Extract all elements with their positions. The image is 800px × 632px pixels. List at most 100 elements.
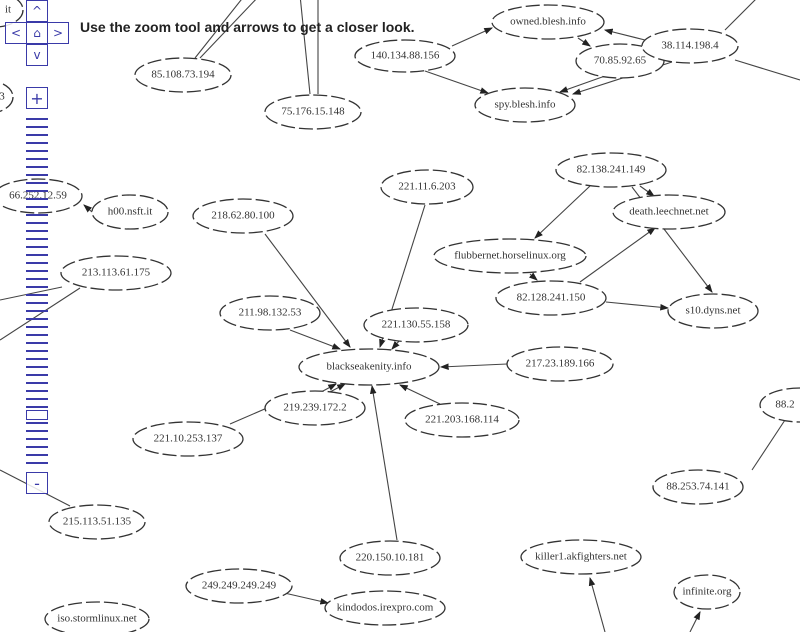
svg-text:88.2: 88.2 <box>775 399 794 411</box>
svg-text:spy.blesh.info: spy.blesh.info <box>494 99 556 111</box>
svg-text:140.134.88.156: 140.134.88.156 <box>371 50 440 62</box>
graph-node[interactable]: owned.blesh.info <box>491 4 605 40</box>
zoom-slider-tick <box>26 286 48 288</box>
graph-node[interactable]: 38.114.198.4 <box>641 28 739 64</box>
instruction-text: Use the zoom tool and arrows to get a cl… <box>80 19 415 35</box>
zoom-slider-tick <box>26 318 48 320</box>
zoom-slider-tick <box>26 278 48 280</box>
graph-node[interactable]: 215.113.51.135 <box>48 504 146 540</box>
zoom-slider-tick <box>26 422 48 424</box>
zoom-slider-tick <box>26 166 48 168</box>
svg-text:66.252.12.59: 66.252.12.59 <box>9 190 67 202</box>
pan-left-button[interactable]: < <box>5 22 27 44</box>
zoom-slider-tick <box>26 182 48 184</box>
zoom-slider-tick <box>26 398 48 400</box>
svg-text:217.23.189.166: 217.23.189.166 <box>526 358 595 370</box>
svg-text:219.239.172.2: 219.239.172.2 <box>283 402 346 414</box>
graph-node[interactable]: 217.23.189.166 <box>506 346 614 382</box>
zoom-slider-tick <box>26 262 48 264</box>
svg-text:infinite.org: infinite.org <box>683 586 732 598</box>
zoom-slider-tick <box>26 374 48 376</box>
zoom-slider-tick <box>26 430 48 432</box>
zoom-slider-tick <box>26 270 48 272</box>
graph-node[interactable]: 85.108.73.194 <box>134 57 232 93</box>
svg-text:221.203.168.114: 221.203.168.114 <box>425 414 499 426</box>
graph-node[interactable]: 88.2 <box>759 387 800 423</box>
graph-node[interactable]: killer1.akfighters.net <box>520 539 642 575</box>
graph-node[interactable]: kindodos.irexpro.com <box>324 590 446 626</box>
graph-node[interactable]: 219.239.172.2 <box>264 390 366 426</box>
graph-node[interactable]: 213.113.61.175 <box>60 255 172 291</box>
zoom-slider-tick <box>26 406 48 408</box>
svg-text:218.62.80.100: 218.62.80.100 <box>211 210 275 222</box>
zoom-slider-thumb[interactable] <box>26 410 48 421</box>
zoom-slider-tick <box>26 358 48 360</box>
graph-node[interactable]: 221.11.6.203 <box>380 169 474 205</box>
zoom-slider-tick <box>26 350 48 352</box>
zoom-slider-tick <box>26 118 48 120</box>
graph-node[interactable]: 3 <box>0 80 14 114</box>
zoom-slider-tick <box>26 390 48 392</box>
graph-node[interactable]: 221.130.55.158 <box>363 307 469 343</box>
zoom-slider-tick <box>26 326 48 328</box>
graph-node[interactable]: s10.dyns.net <box>667 293 759 329</box>
zoom-slider-tick <box>26 222 48 224</box>
svg-text:82.138.241.149: 82.138.241.149 <box>577 164 646 176</box>
zoom-slider-tick <box>26 366 48 368</box>
zoom-in-button[interactable]: + <box>26 87 48 109</box>
home-button[interactable]: ⌂ <box>26 22 48 44</box>
graph-node[interactable]: 70.85.92.65 <box>575 43 665 79</box>
graph-node[interactable]: h00.nsft.it <box>91 194 169 230</box>
svg-text:211.98.132.53: 211.98.132.53 <box>239 307 302 319</box>
zoom-slider-tick <box>26 294 48 296</box>
svg-text:blackseakenity.info: blackseakenity.info <box>326 361 412 373</box>
graph-node[interactable]: 249.249.249.249 <box>185 568 293 604</box>
zoom-slider-tick <box>26 302 48 304</box>
graph-node[interactable]: 221.203.168.114 <box>404 402 520 438</box>
zoom-slider-tick <box>26 454 48 456</box>
graph-node[interactable]: iso.stormlinux.net <box>44 601 150 632</box>
svg-text:249.249.249.249: 249.249.249.249 <box>202 580 277 592</box>
graph-node[interactable]: 88.253.74.141 <box>652 469 744 505</box>
svg-text:it: it <box>5 4 11 16</box>
graph-node[interactable]: 211.98.132.53 <box>219 295 321 331</box>
graph-node[interactable]: it <box>0 0 24 28</box>
graph-node[interactable]: 66.252.12.59 <box>0 178 83 214</box>
graph-node[interactable]: spy.blesh.info <box>474 87 576 123</box>
graph-node[interactable]: flubbernet.horselinux.org <box>433 238 587 274</box>
zoom-slider-tick <box>26 134 48 136</box>
graph-node[interactable]: 221.10.253.137 <box>132 421 244 457</box>
zoom-out-button[interactable]: - <box>26 472 48 494</box>
svg-text:killer1.akfighters.net: killer1.akfighters.net <box>535 551 627 563</box>
svg-text:75.176.15.148: 75.176.15.148 <box>281 106 345 118</box>
graph-node[interactable]: 220.150.10.181 <box>339 540 441 576</box>
pan-right-button[interactable]: > <box>47 22 69 44</box>
zoom-slider-tick <box>26 230 48 232</box>
graph-node[interactable]: infinite.org <box>673 574 741 610</box>
zoom-slider-tick <box>26 198 48 200</box>
zoom-slider-tick <box>26 174 48 176</box>
pan-down-button[interactable]: v <box>26 44 48 66</box>
graph-node[interactable]: blackseakenity.info <box>298 348 440 386</box>
pan-up-button[interactable]: ^ <box>26 0 48 22</box>
zoom-slider-tick <box>26 142 48 144</box>
zoom-slider-tick <box>26 238 48 240</box>
zoom-slider-tick <box>26 446 48 448</box>
zoom-slider-tick <box>26 382 48 384</box>
svg-text:221.11.6.203: 221.11.6.203 <box>398 181 456 193</box>
graph-node[interactable]: 218.62.80.100 <box>192 198 294 234</box>
svg-text:221.130.55.158: 221.130.55.158 <box>382 319 451 331</box>
zoom-slider-tick <box>26 342 48 344</box>
graph-node[interactable]: death.leechnet.net <box>612 194 726 230</box>
svg-text:death.leechnet.net: death.leechnet.net <box>629 206 708 218</box>
svg-text:h00.nsft.it: h00.nsft.it <box>108 206 153 218</box>
zoom-slider-tick <box>26 246 48 248</box>
zoom-slider-tick <box>26 334 48 336</box>
graph-node[interactable]: 75.176.15.148 <box>264 94 362 130</box>
graph-node[interactable]: 82.138.241.149 <box>555 152 667 188</box>
graph-node[interactable]: 82.128.241.150 <box>495 280 607 316</box>
graph-node[interactable]: 140.134.88.156 <box>354 39 456 73</box>
